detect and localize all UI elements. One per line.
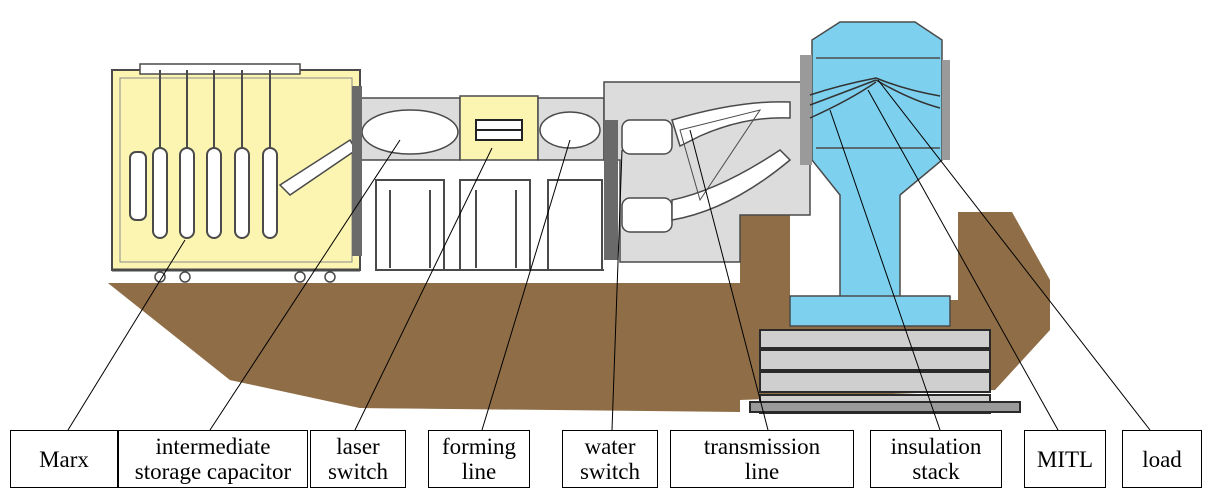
leader-insulation-stack: [829, 109, 941, 431]
label-laser-switch: laser switch: [310, 430, 406, 488]
vacuum-chamber: [789, 21, 951, 327]
leader-mitl: [867, 89, 1059, 431]
label-transmission-line: transmission line: [670, 430, 854, 488]
leader-forming-line: [481, 139, 571, 431]
storage-capacitor-section: [352, 86, 461, 256]
leader-water-switch: [611, 149, 623, 431]
water-tank: [603, 81, 811, 263]
label-insulation-stack: insulation stack: [870, 430, 1002, 488]
forming-line-section: [537, 97, 605, 161]
laser-switch-section: [459, 95, 539, 161]
support-frames: [375, 179, 604, 271]
label-mitl: MITL: [1024, 430, 1106, 488]
leader-transmission-line: [689, 129, 769, 431]
label-load: load: [1122, 430, 1202, 488]
ground-lower-fill: [108, 283, 600, 410]
leader-storage-capacitor: [209, 139, 401, 431]
label-water-switch: water switch: [562, 430, 658, 488]
leader-marx: [67, 239, 186, 431]
label-forming-line: forming line: [428, 430, 530, 488]
lower-stack: [749, 329, 1021, 414]
leader-laser-switch: [354, 147, 493, 431]
leader-load: [877, 79, 1151, 431]
leader-lines: [67, 79, 1151, 431]
label-marx: Marx: [10, 430, 118, 488]
marx-tank: [111, 63, 361, 283]
label-storage-capacitor: intermediate storage capacitor: [118, 430, 308, 488]
